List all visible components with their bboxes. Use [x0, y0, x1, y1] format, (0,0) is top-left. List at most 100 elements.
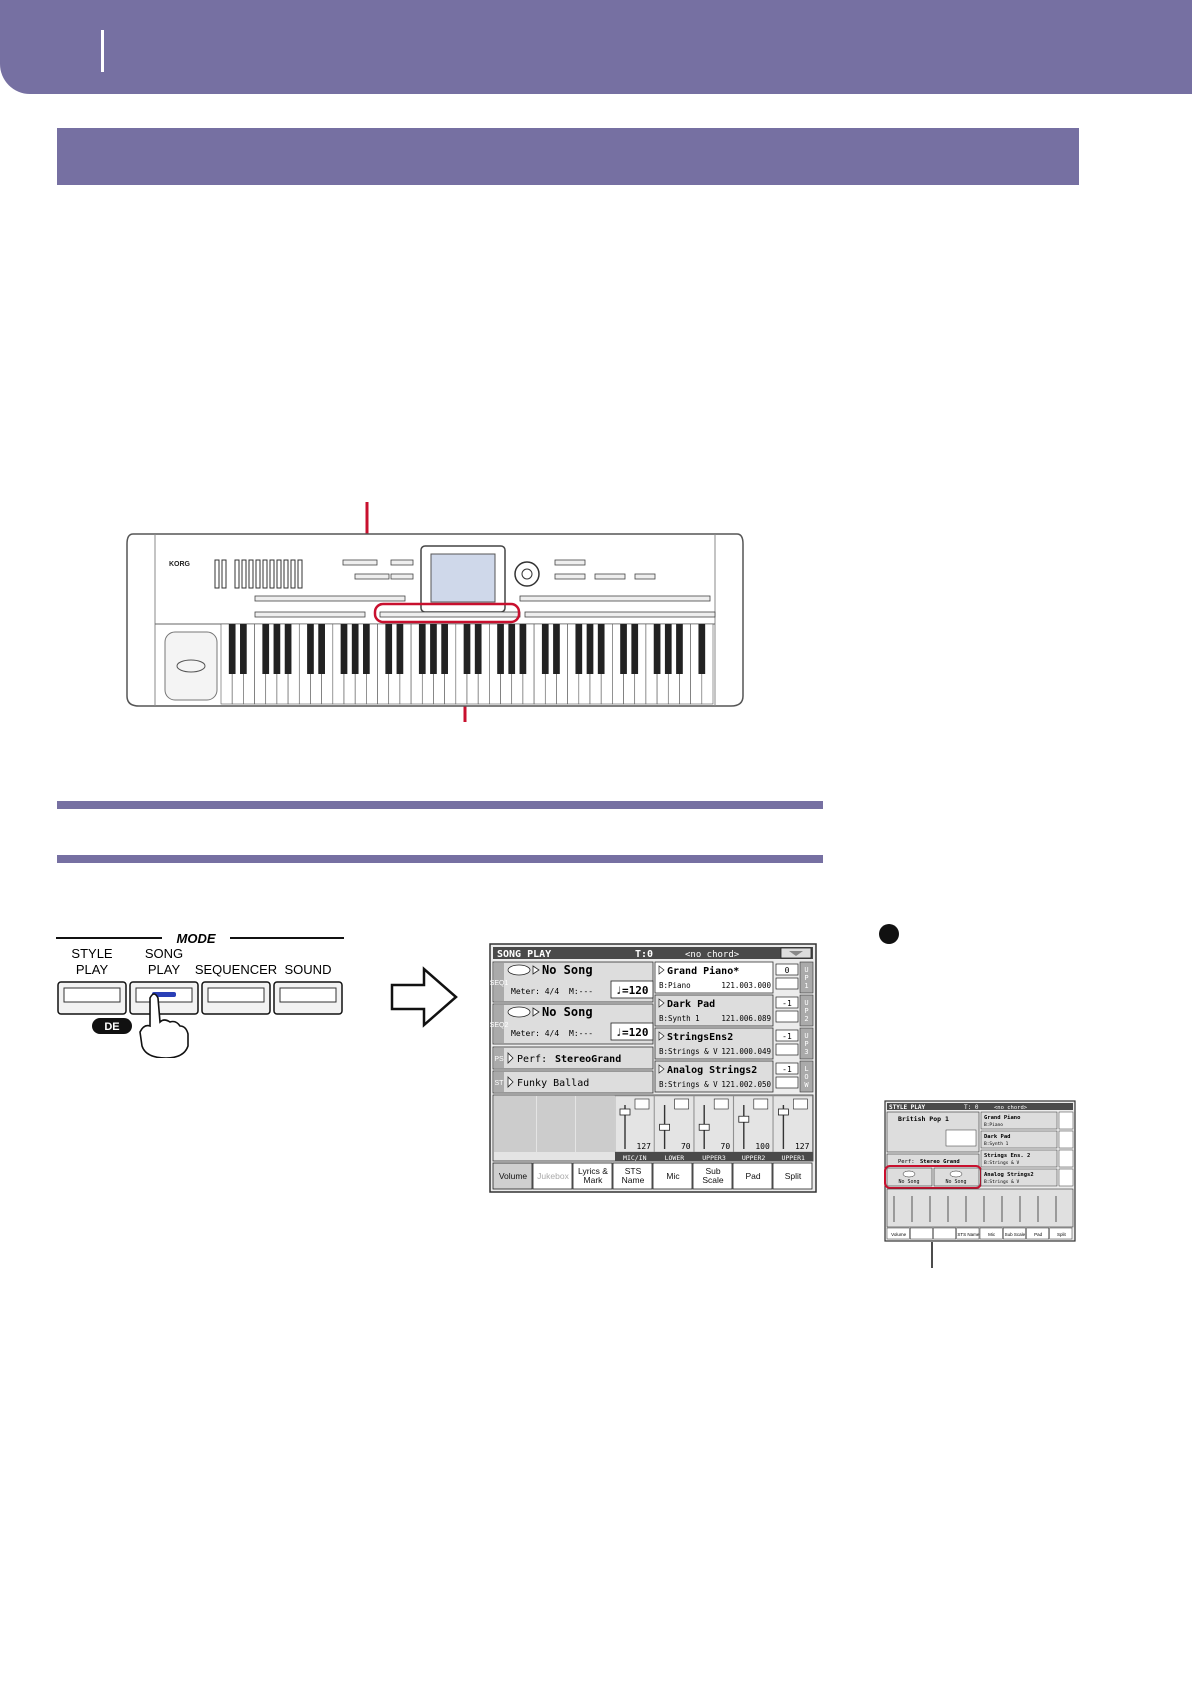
song-play-led [152, 992, 176, 997]
thumb-tab [910, 1227, 933, 1240]
black-key [363, 624, 370, 674]
track-bank: B:Strings & V [659, 1080, 718, 1089]
sequencer-label: SEQUENCER [195, 962, 277, 977]
tab-split[interactable]: Split [772, 1162, 813, 1190]
keyboard-brand: KORG [169, 561, 191, 568]
thumb-track-bank: B:Synth 1 [984, 1141, 1009, 1147]
st-label: ST [495, 1080, 505, 1087]
thumb-track-row [980, 1168, 1058, 1187]
style-play-button[interactable] [57, 981, 127, 1015]
track-tag: 1 [804, 982, 808, 990]
track-bank: B:Synth 1 [659, 1014, 700, 1023]
mixer-label: UPPER2 [742, 1154, 766, 1162]
mixer-label-bar [615, 1152, 813, 1161]
thumb-track-status [1058, 1130, 1074, 1149]
black-key [653, 624, 661, 674]
mixer-channel[interactable]: 127 [773, 1095, 813, 1153]
thumb-track-status [1058, 1111, 1074, 1130]
thumb-tab [886, 1227, 910, 1240]
play-status-icon [775, 1076, 799, 1089]
black-key [676, 624, 683, 674]
shift-tag [92, 1018, 132, 1034]
seq2-panel[interactable]: SEQ2 No Song Meter: 4/4 M:--- ♩=120 [490, 1003, 654, 1045]
black-key [664, 624, 672, 674]
thumb-track-name: Strings Ens. 2 [984, 1153, 1030, 1159]
octave-value: -1 [782, 1032, 792, 1041]
octave-box [775, 963, 799, 976]
thumb-tab-label: Mic [988, 1232, 996, 1237]
mode-buttons-highlight [373, 602, 521, 624]
thumb-track-name: Grand Piano [984, 1115, 1021, 1121]
thumb-tab-label: Volume [891, 1232, 907, 1237]
mixer-blank-2 [537, 1096, 575, 1152]
sound-button[interactable] [273, 981, 343, 1015]
mode-panel: MODE STYLE PLAY SONG PLAY SEQUENCER SOUN… [56, 931, 344, 1058]
fader-knob[interactable] [777, 1108, 789, 1116]
black-key [262, 624, 270, 674]
ps-value: StereoGrand [555, 1054, 621, 1065]
thumb-faders [893, 1196, 1057, 1222]
song-play-button[interactable] [129, 981, 199, 1015]
seq1-panel[interactable]: SEQ1 No Song Meter: 4/4 M:--- ♩=120 [490, 961, 654, 1003]
screen-title: SONG PLAY [497, 949, 551, 960]
note-icon [713, 1098, 729, 1110]
fader-knob[interactable] [619, 1108, 631, 1116]
styletrack-panel[interactable]: ST Funky Ballad [492, 1070, 654, 1094]
tab-label: Pad [745, 1171, 760, 1181]
thumb-tab [933, 1227, 956, 1240]
mixer-channel[interactable]: 127 [614, 1095, 655, 1153]
mixer-channel[interactable]: 70 [654, 1095, 694, 1153]
black-key [307, 624, 314, 674]
track-bank: B:Strings & V [659, 1047, 718, 1056]
track-tag: 3 [804, 1048, 808, 1056]
sequencer-button[interactable] [201, 981, 271, 1015]
play-triangle-icon [658, 1031, 665, 1041]
mixer-channel[interactable]: 100 [733, 1095, 774, 1153]
fader-knob[interactable] [659, 1123, 671, 1131]
tab-lyrics-mark[interactable]: Lyrics &Mark [572, 1162, 613, 1190]
thumb-tab-label: Pad [1034, 1232, 1043, 1237]
thumb-tab [1026, 1227, 1049, 1240]
track-tag: P [804, 974, 808, 982]
note-icon [674, 1098, 689, 1110]
tab-pad[interactable]: Pad [732, 1162, 773, 1190]
mixer-label: UPPER1 [781, 1154, 805, 1162]
seq2-label: SEQ2 [490, 1022, 509, 1029]
play-triangle-icon [532, 1007, 540, 1017]
thumb-tab [956, 1227, 980, 1240]
tab-jukebox[interactable]: Jukebox [532, 1162, 573, 1190]
mixer-channel[interactable]: 70 [693, 1095, 734, 1153]
black-key [541, 624, 549, 674]
section-title-bar [57, 128, 1079, 185]
black-key [273, 624, 281, 674]
thumb-title: STYLE PLAY [889, 1104, 926, 1111]
thumb-track-row [980, 1111, 1058, 1130]
fader-knob[interactable] [738, 1115, 750, 1123]
black-key [430, 624, 437, 674]
performance-panel[interactable]: PS Perf: StereoGrand [492, 1046, 654, 1070]
black-key [228, 624, 236, 674]
keyboard-illustration: KORG [126, 502, 744, 722]
ps-text: Perf: [517, 1054, 547, 1065]
black-key [340, 624, 348, 674]
fader-knob[interactable] [698, 1123, 710, 1131]
black-key [508, 624, 516, 674]
tab-label: Split [785, 1171, 802, 1181]
thumb-perf: Perf: [898, 1159, 915, 1165]
tab-volume[interactable]: Volume [492, 1162, 533, 1190]
tab-mic[interactable]: Mic [652, 1162, 693, 1190]
sound-label: SOUND [285, 962, 332, 977]
tab-label: Mic [666, 1171, 680, 1181]
black-key [351, 624, 359, 674]
